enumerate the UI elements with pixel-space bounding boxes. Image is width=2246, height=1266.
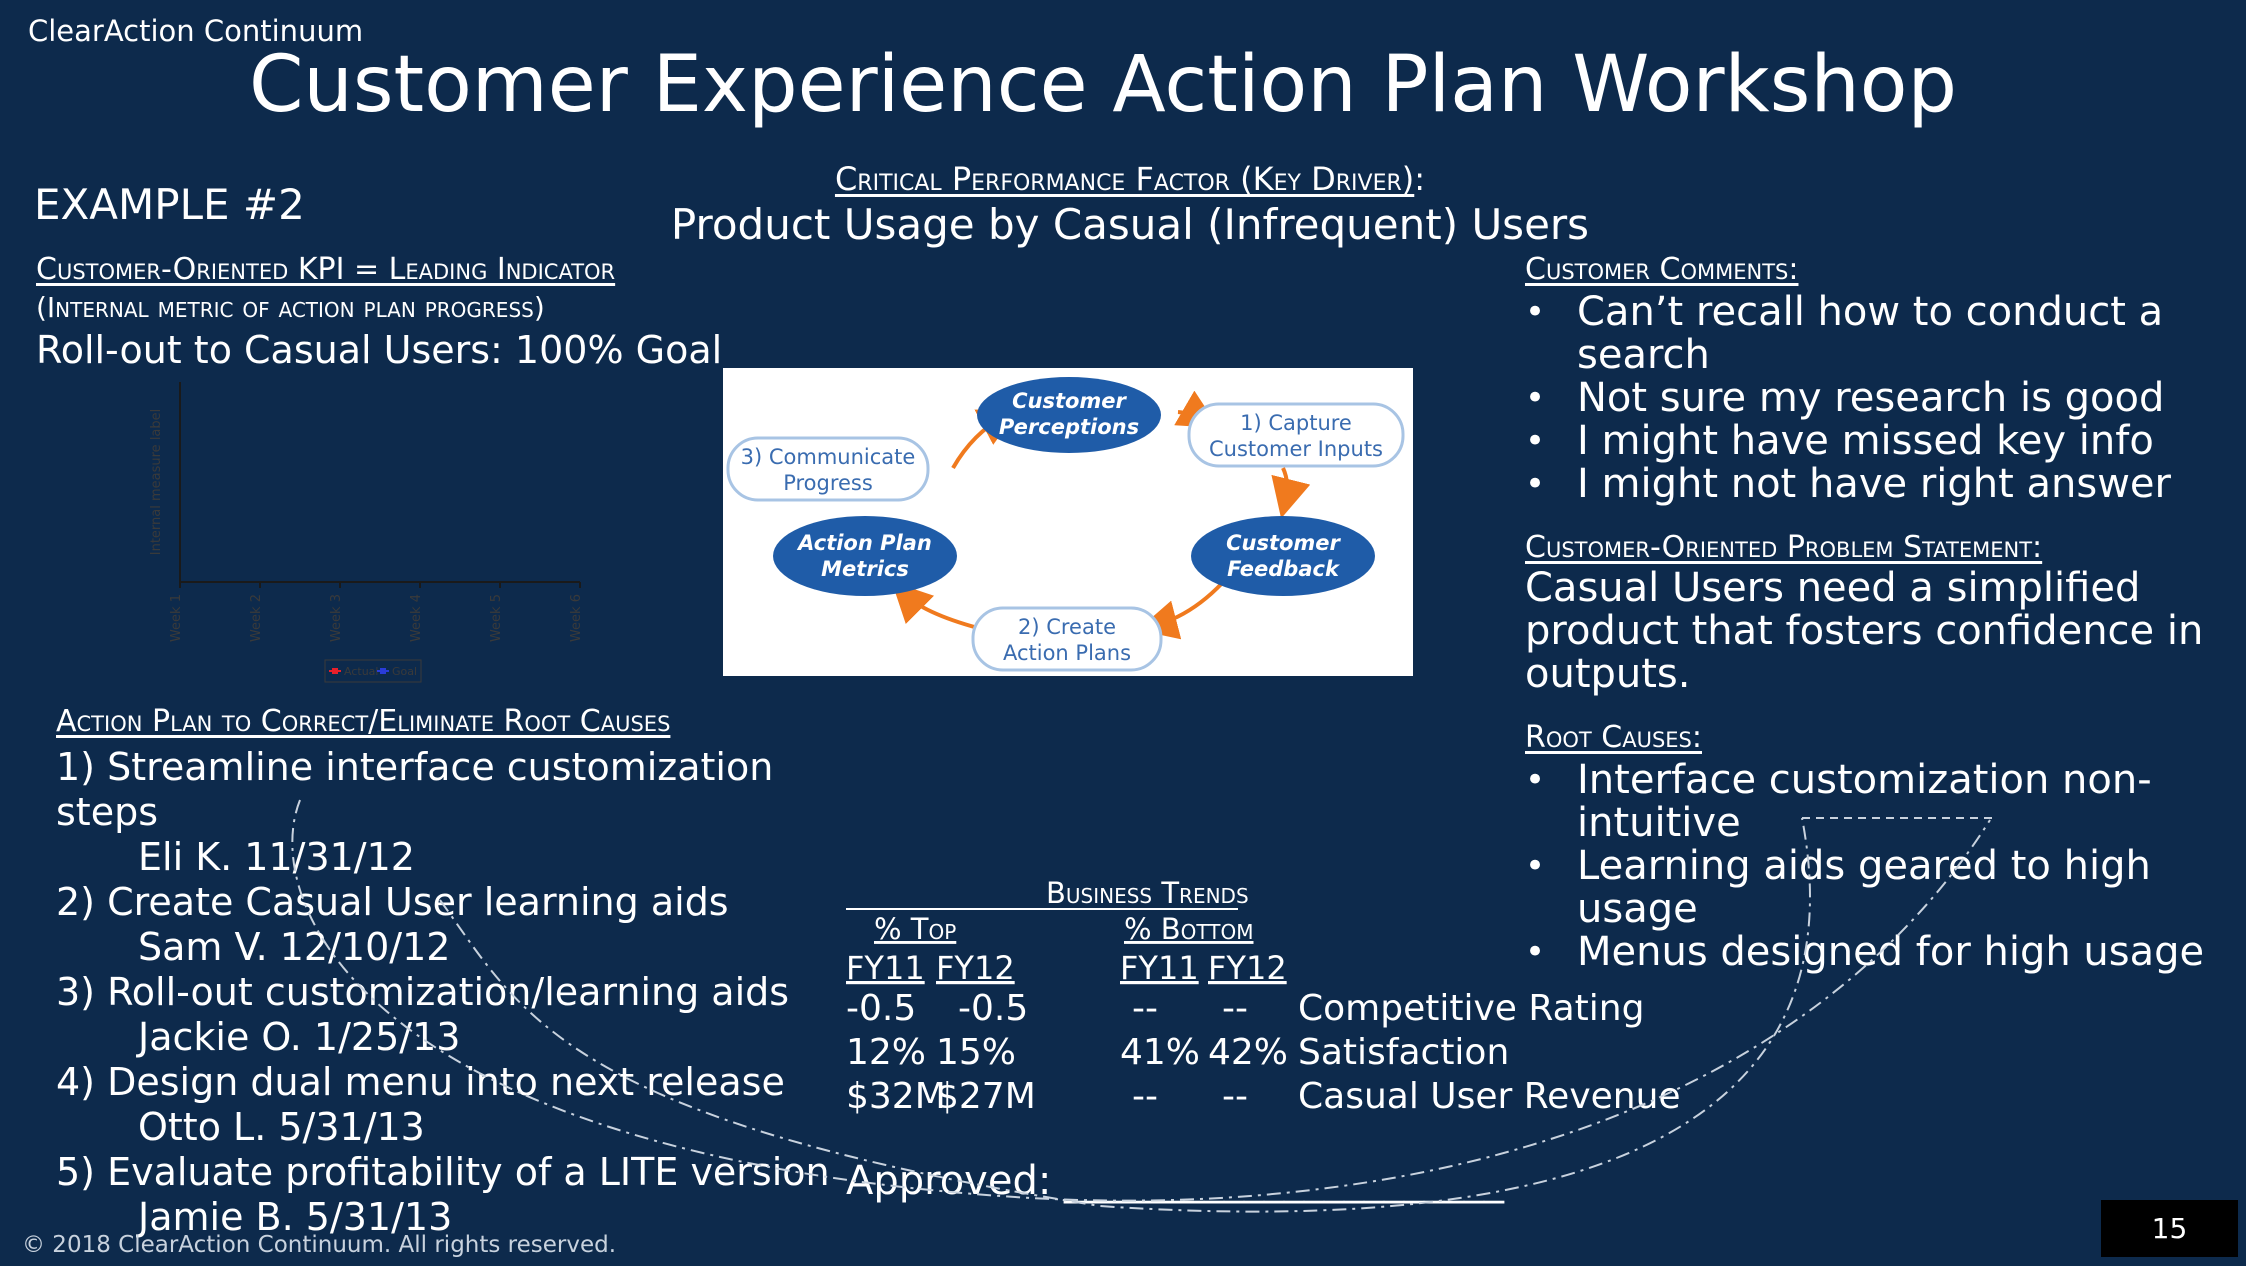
node-customer-perceptions-line2: Perceptions xyxy=(999,415,1139,439)
cycle-diagram: Customer Perceptions 1) Capture Customer… xyxy=(723,368,1413,676)
node-create-action-plans xyxy=(971,606,1163,672)
chart-tick-label: Week 6 xyxy=(569,594,584,642)
comments-label: Customer Comments: xyxy=(1525,252,1799,287)
trends-cell: -- xyxy=(1222,988,1248,1029)
kpi-label: Customer-Oriented KPI = Leading Indicato… xyxy=(36,252,616,287)
plan-owner: Jamie B. 5/31/13 xyxy=(138,1195,453,1239)
trends-cell: $32M xyxy=(846,1076,946,1117)
roots-label: Root Causes: xyxy=(1525,720,1702,755)
node-communicate-progress-line1: 3) Communicate xyxy=(741,445,916,469)
node-communicate-progress-line2: Progress xyxy=(783,471,873,495)
node-action-plan-metrics-line2: Metrics xyxy=(821,557,909,581)
list-item: Interface customization non-intuitive xyxy=(1525,759,2225,845)
plan-action: 1) Streamline interface customization st… xyxy=(56,745,774,834)
node-create-action-plans-line2: Action Plans xyxy=(1003,641,1131,665)
customer-comments: Customer Comments: Can’t recall how to c… xyxy=(1525,252,2225,506)
plan-action: 2) Create Casual User learning aids xyxy=(56,880,729,924)
plan-list: 1) Streamline interface customization st… xyxy=(56,745,876,1240)
node-communicate-progress xyxy=(726,436,930,502)
list-item: I might not have right answer xyxy=(1525,463,2225,507)
trends-year: FY11 xyxy=(1120,949,1199,987)
plan-action: 3) Roll-out customization/learning aids xyxy=(56,970,790,1014)
chart-tick-label: Week 5 xyxy=(489,594,504,642)
node-customer-feedback xyxy=(1191,516,1375,596)
cpf-value: Product Usage by Casual (Infrequent) Use… xyxy=(670,200,1590,249)
trends-cell: -0.5 xyxy=(846,988,916,1029)
critical-performance-factor: Critical Performance Factor (Key Driver)… xyxy=(600,160,1660,249)
list-item: Can’t recall how to conduct a search xyxy=(1525,291,2225,377)
list-item: Not sure my research is good xyxy=(1525,377,2225,421)
cpf-label: Critical Performance Factor (Key Driver) xyxy=(834,160,1415,198)
trends-year: FY12 xyxy=(936,949,1015,987)
chart-tick-label: Week 1 xyxy=(169,594,184,642)
kpi-block: Customer-Oriented KPI = Leading Indicato… xyxy=(36,252,722,372)
trends-cell: -0.5 xyxy=(958,988,1028,1029)
chart-y-label: Internal measure label xyxy=(149,409,164,556)
plan-action: 5) Evaluate profitability of a LITE vers… xyxy=(56,1150,830,1194)
trends-cell: -- xyxy=(1132,1076,1158,1117)
plan-owner: Otto L. 5/31/13 xyxy=(138,1105,425,1149)
example-label: EXAMPLE #2 xyxy=(34,180,305,229)
trends-metric: Satisfaction xyxy=(1298,1032,1509,1073)
trends-metric: Competitive Rating xyxy=(1298,988,1644,1029)
node-capture-inputs xyxy=(1187,402,1405,468)
plan-owner: Jackie O. 1/25/13 xyxy=(138,1015,461,1059)
trends-title: Business Trends xyxy=(1046,876,1249,910)
kpi-goal: Roll-out to Casual Users: 100% Goal xyxy=(36,328,723,372)
node-capture-inputs-line2: Customer Inputs xyxy=(1209,437,1383,461)
node-customer-feedback-line1: Customer xyxy=(1226,531,1341,555)
plan-label: Action Plan to Correct/Eliminate Root Ca… xyxy=(56,704,671,739)
trends-cell: -- xyxy=(1222,1076,1248,1117)
trends-cell: 12% xyxy=(846,1032,926,1073)
problem-statement: Customer-Oriented Problem Statement: Cas… xyxy=(1525,530,2225,696)
plan-owner: Sam V. 12/10/12 xyxy=(138,925,451,969)
page-number: 15 xyxy=(2101,1200,2238,1257)
legend-marker xyxy=(380,668,386,674)
chart-tick-label: Week 3 xyxy=(329,594,344,642)
chart-tick-label: Week 2 xyxy=(249,594,264,642)
plan-owner: Eli K. 11/31/12 xyxy=(138,835,415,879)
copyright-footer: © 2018 ClearAction Continuum. All rights… xyxy=(22,1232,617,1258)
node-create-action-plans-line1: 2) Create xyxy=(1018,615,1116,639)
kpi-sublabel: (Internal metric of action plan progress… xyxy=(36,291,545,324)
action-plan: Action Plan to Correct/Eliminate Root Ca… xyxy=(56,704,876,1240)
node-customer-perceptions xyxy=(977,377,1161,453)
chart-legend xyxy=(324,659,422,683)
approved-line: Approved: ______________________ xyxy=(846,1158,1505,1204)
node-action-plan-metrics-line1: Action Plan xyxy=(796,531,932,555)
business-trends-table: Business Trends % Top % Bottom FY11 FY12… xyxy=(846,876,1681,1117)
trends-bottom-label: % Bottom xyxy=(1124,912,1254,946)
cycle-arrow xyxy=(1271,467,1311,519)
trends-cell: 42% xyxy=(1208,1032,1288,1073)
slide-title: Customer Experience Action Plan Workshop xyxy=(248,40,1958,130)
list-item: I might have missed key info xyxy=(1525,420,2225,464)
node-customer-perceptions-line1: Customer xyxy=(1012,389,1127,413)
legend-marker xyxy=(332,668,338,674)
trends-cell: 15% xyxy=(936,1032,1016,1073)
problem-text: Casual Users need a simplified product t… xyxy=(1525,565,2204,697)
legend-label: Goal xyxy=(392,665,417,678)
trends-cell: $27M xyxy=(936,1076,1036,1117)
node-customer-feedback-line2: Feedback xyxy=(1227,557,1341,581)
chart-tick-label: Week 4 xyxy=(409,594,424,642)
legend-label: Actual xyxy=(344,665,378,678)
company-name: ClearAction Continuum xyxy=(28,14,364,48)
problem-label: Customer-Oriented Problem Statement: xyxy=(1525,530,2043,565)
trends-cell: -- xyxy=(1132,988,1158,1029)
trends-top-label: % Top xyxy=(874,912,956,946)
plan-action: 4) Design dual menu into next release xyxy=(56,1060,785,1104)
trends-year: FY12 xyxy=(1208,949,1287,987)
comments-list: Can’t recall how to conduct a search Not… xyxy=(1525,291,2225,507)
node-action-plan-metrics xyxy=(773,516,957,596)
trends-metric: Casual User Revenue xyxy=(1298,1076,1681,1117)
trends-cell: 41% xyxy=(1120,1032,1200,1073)
cycle-arrow xyxy=(891,581,979,630)
trends-year: FY11 xyxy=(846,949,925,987)
node-capture-inputs-line1: 1) Capture xyxy=(1240,411,1352,435)
